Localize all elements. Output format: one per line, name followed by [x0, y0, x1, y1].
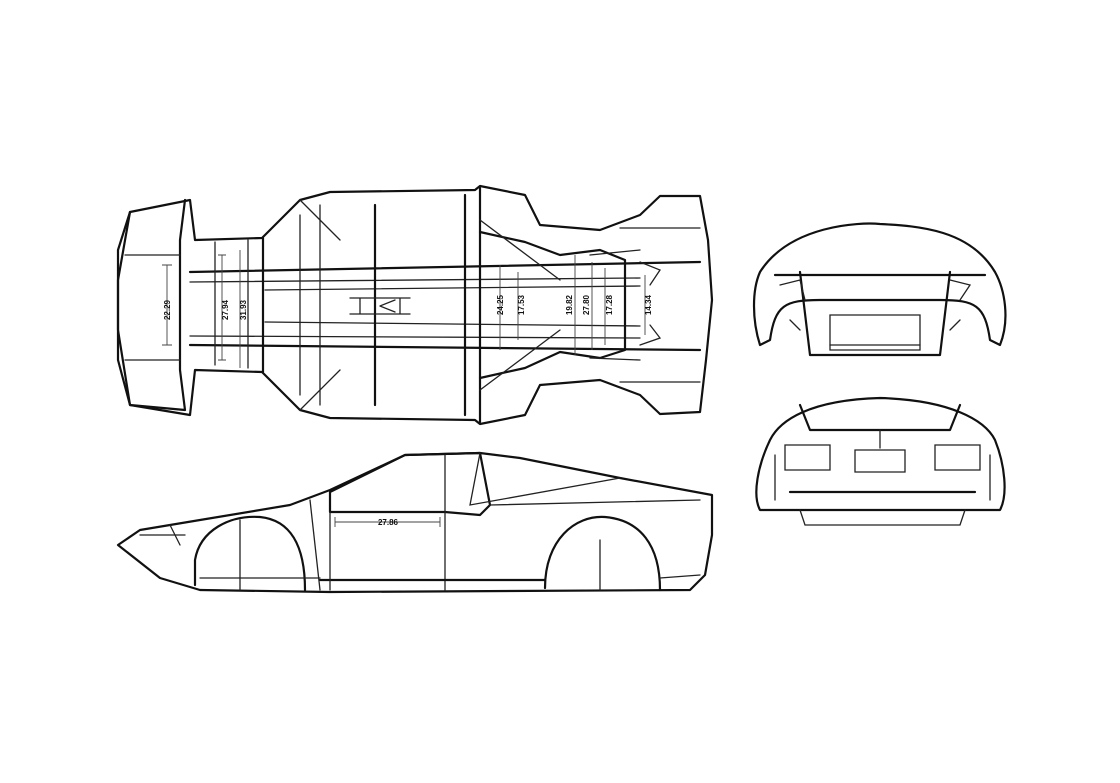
dim-rear-a: 19.82 [565, 294, 574, 315]
rear-wheel-arch [543, 515, 662, 592]
front-nose [116, 198, 187, 412]
dim-rear-b: 27.80 [582, 294, 591, 315]
dim-rear-d: 14.34 [644, 294, 653, 315]
dim-front-inner-b: 31.93 [239, 299, 248, 320]
left-rail [188, 260, 702, 274]
right-rail [188, 343, 702, 352]
side-greenhouse [328, 451, 492, 517]
center-tunnel [478, 230, 627, 380]
plan-view: 22.29 27.94 31.93 24.25 17.53 19.82 27.8… [116, 184, 714, 426]
dim-front-inner-a: 27.94 [221, 299, 230, 320]
side-view: 27.86 [116, 451, 714, 594]
front-wheel-arch [193, 515, 307, 592]
plan-outline [116, 184, 714, 426]
dim-front-width: 22.29 [163, 299, 172, 320]
front-view [752, 222, 1007, 357]
front-view-outline [752, 222, 1007, 347]
dim-center-b: 17.53 [517, 294, 526, 315]
dim-rear-c: 17.28 [605, 294, 614, 315]
rear-view [755, 396, 1006, 526]
dim-cabin-length: 27.86 [378, 518, 399, 527]
dim-center-a: 24.25 [496, 294, 505, 315]
side-body-outline [116, 451, 714, 594]
rear-view-outline [755, 396, 1006, 512]
